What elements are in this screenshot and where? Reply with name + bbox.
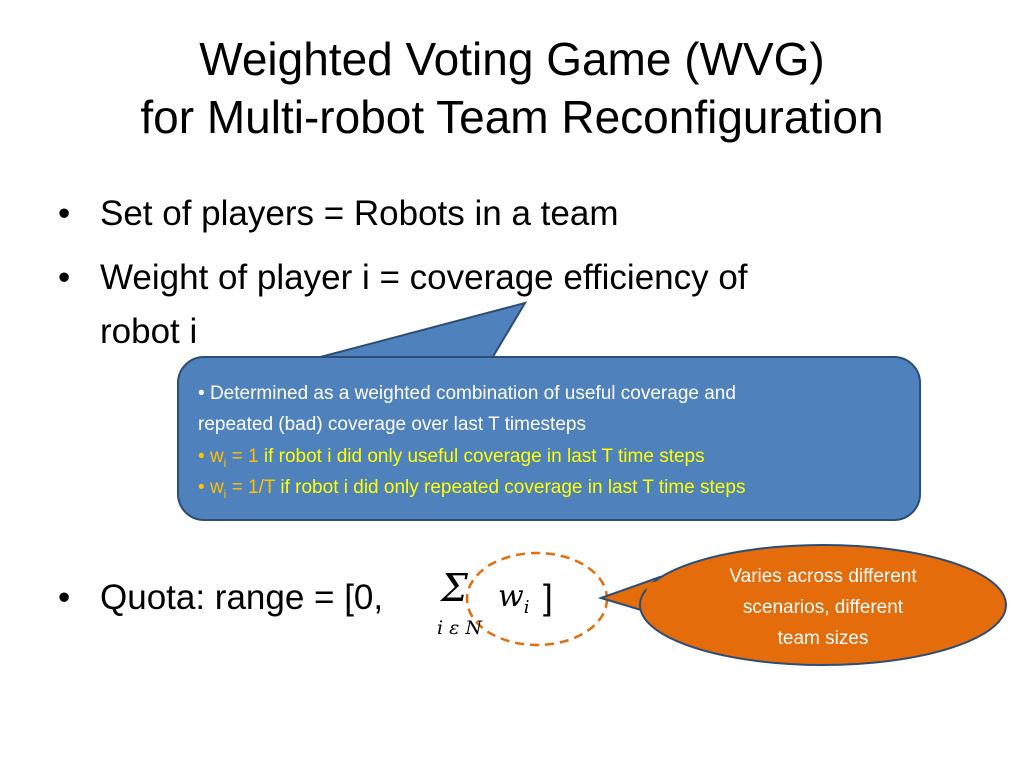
note-line-1: Varies across different (729, 566, 917, 587)
quota-prefix: Quota: range = [0, (100, 578, 384, 617)
weight-symbol: wi = 1 (209, 446, 259, 470)
weight-term: wi (498, 579, 530, 618)
slide-title: Weighted Voting Game (WVG) for Multi-rob… (0, 30, 1024, 146)
callout-text-1: • Determined as a weighted combination o… (198, 378, 736, 409)
bullet-marker: • (58, 578, 71, 617)
bullet-text-line-2: robot i (100, 312, 198, 351)
callout-item-repeated: • wi = 1/T if robot i did only repeated … (198, 472, 745, 510)
callout-item-useful: • wi = 1 if robot i did only useful cove… (198, 441, 705, 479)
sigma-symbol: Σ (441, 566, 468, 610)
sum-highlight-ellipse (465, 551, 609, 647)
note-line-2: scenarios, different (742, 597, 904, 618)
callout-bullet: • (198, 383, 205, 404)
callout-item-repeated-text: if robot i did only repeated coverage in… (275, 477, 746, 498)
callout-bullet: • (198, 477, 205, 498)
callout-line-2: repeated (bad) coverage over last T time… (198, 414, 586, 435)
note-bubble (639, 544, 1007, 666)
note-text: Varies across different scenarios, diffe… (683, 561, 963, 654)
callout-item-useful-text: if robot i did only useful coverage in l… (258, 446, 705, 467)
callout-bullet: • (198, 446, 205, 467)
callout-tail (289, 301, 528, 366)
bullet-marker: • (58, 194, 71, 233)
bullet-text-line-1: Weight of player i = coverage efficiency… (100, 258, 748, 297)
callout-line-1: Determined as a weighted combination of … (209, 383, 736, 404)
sum-index: i ε N (437, 617, 482, 639)
callout-box (177, 356, 921, 521)
weight-symbol: wi = 1/T (209, 477, 276, 501)
bullet-text: Set of players = Robots in a team (100, 194, 619, 233)
title-line-1: Weighted Voting Game (WVG) (199, 33, 825, 85)
bullet-marker: • (58, 258, 71, 297)
note-line-3: team sizes (777, 628, 869, 649)
quota-suffix: ] (543, 578, 553, 617)
title-line-2: for Multi-robot Team Reconfiguration (140, 91, 884, 143)
callout-text-2: repeated (bad) coverage over last T time… (198, 409, 586, 440)
